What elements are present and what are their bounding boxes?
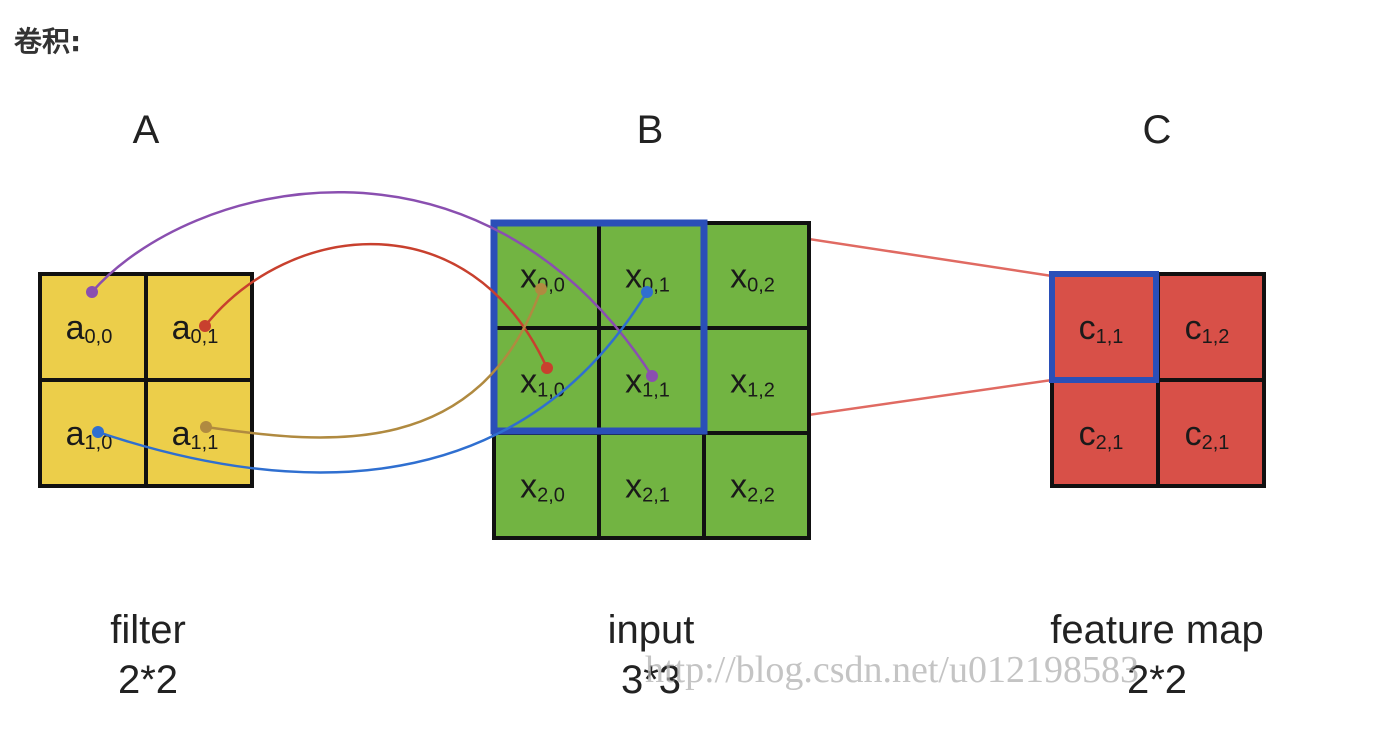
dot-a11	[200, 421, 212, 433]
filter-to-input-connectors	[91, 191, 654, 474]
cell-index: 1,0	[537, 380, 565, 402]
feature-map-cell-label: c1,1	[1079, 309, 1124, 348]
cell-symbol: c	[1185, 309, 1202, 347]
dot-a01	[199, 320, 211, 332]
cell-symbol: a	[172, 309, 191, 347]
filter-cell-01	[144, 272, 254, 382]
cell-index: 1,0	[85, 432, 113, 454]
input-cell-label: x1,1	[625, 363, 670, 402]
cell-symbol: a	[66, 309, 85, 347]
input-cell-21	[597, 431, 706, 540]
input-cell-label: x2,2	[730, 468, 775, 507]
connector-dots	[86, 283, 658, 438]
cell-index: 0,0	[85, 326, 113, 348]
filter-cell-label: a0,1	[172, 309, 219, 348]
filter-cell-11	[144, 378, 254, 488]
feature-map-cell-label: c2,1	[1079, 415, 1124, 454]
cell-index: 2,1	[1096, 432, 1124, 454]
cell-symbol: x	[520, 468, 537, 506]
filter-size: 2*2	[118, 658, 178, 702]
output-cell-highlight	[1049, 271, 1159, 383]
filter-cell-label: a1,0	[66, 415, 113, 454]
input-label: B	[637, 108, 664, 152]
dot-x00	[535, 283, 547, 295]
input-cell-label: x2,0	[520, 468, 565, 507]
cell-symbol: x	[730, 258, 747, 296]
cell-index: 2,0	[537, 485, 565, 507]
input-cell-20	[492, 431, 601, 540]
cell-symbol: x	[625, 468, 642, 506]
cell-symbol: x	[520, 363, 537, 401]
cell-symbol: x	[625, 363, 642, 401]
filter-label: A	[133, 108, 160, 152]
cell-symbol: a	[66, 415, 85, 453]
cell-index: 0,1	[191, 326, 219, 348]
cell-index: 1,1	[642, 380, 670, 402]
cell-index: 2,1	[642, 485, 670, 507]
dot-x01	[641, 286, 653, 298]
input-cell-22	[702, 431, 811, 540]
filter-caption: filter	[110, 608, 186, 652]
cell-index: 1,1	[191, 432, 219, 454]
dot-x10	[541, 362, 553, 374]
cell-index: 2,1	[1202, 432, 1230, 454]
dot-a10	[92, 426, 104, 438]
cell-symbol: c	[1185, 415, 1202, 453]
watermark: http://blog.csdn.net/u012198583	[645, 649, 1139, 691]
cell-symbol: c	[1079, 309, 1096, 347]
input-caption: input	[608, 608, 695, 652]
link-a10-to-x01	[97, 291, 649, 474]
feature-map-caption: feature map	[1050, 608, 1263, 652]
input-window-highlight	[490, 219, 708, 435]
cell-index: 0,2	[747, 275, 775, 297]
feature-map-label: C	[1143, 108, 1172, 152]
cell-index: 1,2	[747, 380, 775, 402]
cell-symbol: a	[172, 415, 191, 453]
link-a00-to-x11	[91, 191, 654, 377]
input-cell-label: x0,2	[730, 258, 775, 297]
link-a01-to-x10	[204, 242, 549, 369]
cell-index: 1,1	[1096, 326, 1124, 348]
cell-symbol: x	[625, 258, 642, 296]
input-cell-02	[702, 221, 811, 330]
heading: 卷积:	[14, 25, 82, 58]
cell-symbol: x	[730, 363, 747, 401]
dot-a00	[86, 286, 98, 298]
cell-symbol: c	[1079, 415, 1096, 453]
feature-map-cell-12	[1156, 272, 1266, 382]
cell-index: 2,2	[747, 485, 775, 507]
dot-x11	[646, 370, 658, 382]
link-a11-to-x00	[205, 288, 543, 439]
input-size: 3*3	[621, 658, 681, 702]
cell-symbol: x	[520, 258, 537, 296]
feature-map-size: 2*2	[1127, 658, 1187, 702]
filter-cell-label: a0,0	[66, 309, 113, 348]
input-cell-label: x1,2	[730, 363, 775, 402]
filter-cell-label: a1,1	[172, 415, 219, 454]
feature-map-cell-label: c1,2	[1185, 309, 1230, 348]
cell-symbol: x	[730, 468, 747, 506]
input-cell-10	[492, 326, 601, 435]
feature-map-cell-label: c2,1	[1185, 415, 1230, 454]
cell-index: 1,2	[1202, 326, 1230, 348]
input-cell-label: x2,1	[625, 468, 670, 507]
feature-map-cell-21	[1156, 378, 1266, 488]
